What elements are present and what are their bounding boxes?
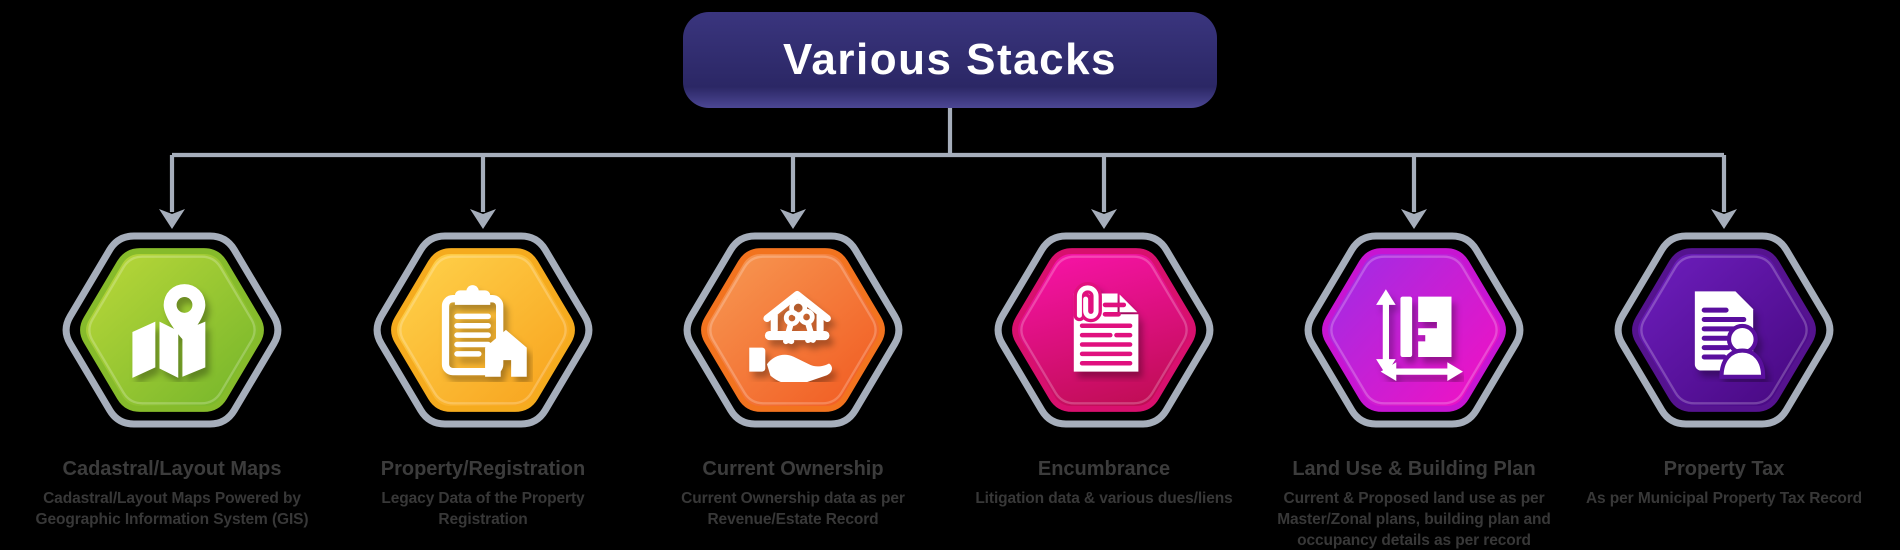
item-description: Current Ownership data as per Revenue/Es… (681, 490, 905, 528)
stack-item-land-use-building-plan: Land Use & Building Plan Current & Propo… (1254, 0, 1574, 550)
arrowhead-icon (1711, 209, 1737, 229)
title-box: Various Stacks (683, 12, 1217, 108)
arrowhead-icon (780, 209, 806, 229)
item-description: Legacy Data of the Property Registration (381, 490, 585, 528)
drop-arrow-1 (159, 155, 185, 229)
hexagon-badge (373, 232, 593, 428)
item-label: Property/Registration (380, 458, 586, 480)
document-person-icon (1694, 291, 1766, 379)
stack-item-property-tax: Property Tax As per Municipal Property T… (1564, 0, 1884, 550)
item-description: Cadastral/Layout Maps Powered by Geograp… (35, 490, 309, 528)
item-label: Cadastral/Layout Maps (62, 458, 282, 480)
clipboard-house-icon (441, 285, 527, 377)
drop-arrow-5 (1401, 155, 1427, 229)
item-description: As per Municipal Property Tax Record (1585, 490, 1863, 507)
arrowhead-icon (159, 209, 185, 229)
arrowhead-icon (1091, 209, 1117, 229)
item-label: Encumbrance (1037, 458, 1171, 480)
drop-arrow-3 (780, 155, 806, 229)
item-description: Current & Proposed land use as per Maste… (1277, 490, 1551, 549)
document-paperclip-icon (1073, 282, 1139, 372)
hexagon-badge (62, 232, 282, 428)
hand-house-keys-icon (749, 290, 832, 382)
hexagon-badge (1304, 232, 1524, 428)
hexagon-badge (1614, 232, 1834, 428)
item-label: Land Use & Building Plan (1292, 458, 1536, 480)
stack-item-encumbrance: Encumbrance Litigation data & various du… (944, 0, 1264, 550)
item-label: Property Tax (1663, 458, 1785, 480)
drop-arrow-2 (470, 155, 496, 229)
stack-item-current-ownership: Current Ownership Current Ownership data… (633, 0, 953, 550)
item-description: Litigation data & various dues/liens (975, 490, 1233, 507)
drop-arrow-4 (1091, 155, 1117, 229)
map-location-icon (132, 284, 206, 378)
drop-arrow-6 (1711, 155, 1737, 229)
stack-item-cadastral-maps: Cadastral/Layout Maps Cadastral/Layout M… (12, 0, 332, 550)
floor-plan-measure-icon (1376, 289, 1463, 381)
item-label: Current Ownership (702, 458, 884, 480)
arrowhead-icon (470, 209, 496, 229)
page-title: Various Stacks (782, 35, 1118, 84)
hexagon-badge (683, 232, 903, 428)
arrowhead-icon (1401, 209, 1427, 229)
stack-item-property-registration: Property/Registration Legacy Data of the… (323, 0, 643, 550)
hexagon-badge (994, 232, 1214, 428)
